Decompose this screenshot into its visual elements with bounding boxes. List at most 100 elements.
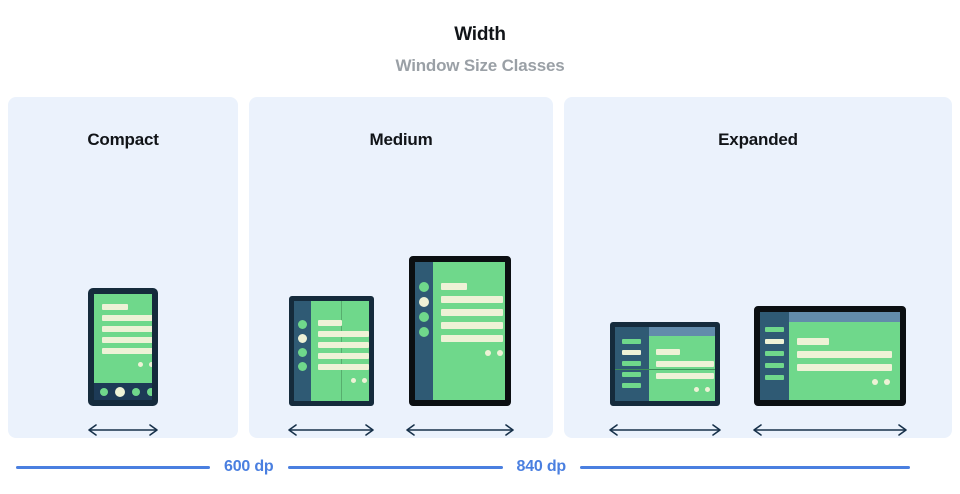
rail-dot [419, 282, 429, 292]
breakpoint-label-840: 840 dp [516, 458, 567, 475]
content-dot [138, 362, 143, 367]
rail-item [622, 383, 641, 388]
device-screen [293, 301, 369, 401]
scale-rule-segment [16, 465, 210, 469]
rail-dot [297, 320, 307, 329]
content-line [317, 320, 342, 326]
content-line [102, 304, 128, 310]
device-foldable-landscape [610, 322, 720, 406]
content-line [656, 373, 714, 379]
device-screen [415, 262, 505, 400]
content-line [656, 349, 680, 355]
app-top-bar [789, 312, 900, 322]
device-screen [615, 327, 715, 401]
resize-arrow-foldable-portrait [286, 422, 376, 438]
resize-arrow-foldable-landscape [607, 422, 723, 438]
content-line [797, 351, 892, 358]
content-dot [694, 387, 699, 392]
content-dot [485, 350, 491, 356]
resize-arrow-icon [609, 424, 721, 436]
content-dot [705, 387, 710, 392]
rail-item [622, 339, 641, 344]
content-dot [350, 378, 356, 383]
content-line [317, 353, 369, 359]
rail-item-active [765, 339, 784, 344]
resize-arrow-phone [86, 422, 160, 438]
nav-dot [132, 388, 140, 396]
bottom-navigation-bar [94, 383, 152, 400]
fold-crease [615, 369, 715, 370]
content-line [102, 348, 152, 354]
resize-arrow-tablet-landscape [751, 422, 909, 438]
content-dot [884, 379, 890, 385]
device-foldable-portrait [288, 296, 374, 406]
nav-dot [100, 388, 108, 396]
rail-dot-active [419, 297, 429, 307]
fold-crease [340, 301, 342, 401]
device-slot-foldable-portrait [286, 296, 376, 438]
resize-arrow-icon [753, 424, 907, 436]
rail-dot [419, 312, 429, 322]
navigation-rail [415, 262, 433, 400]
content-line [441, 309, 503, 316]
rail-dot-active [297, 334, 307, 343]
rail-dot [297, 348, 307, 357]
content-line [441, 322, 503, 329]
breakpoint-scale: 600 dp 840 dp [0, 455, 960, 479]
device-slot-foldable-landscape [607, 322, 723, 438]
content-line [656, 361, 714, 367]
breakpoint-label-600: 600 dp [224, 458, 274, 475]
rail-item [765, 375, 784, 380]
rail-item [765, 327, 784, 332]
rail-item-active [622, 350, 641, 355]
content-line [317, 342, 369, 348]
scale-rule-segment [287, 465, 503, 469]
content-line [102, 326, 152, 332]
device-slot-tablet-portrait [404, 256, 516, 438]
panel-compact: Compact [8, 97, 238, 438]
panel-title-expanded: Expanded [718, 130, 798, 149]
resize-arrow-icon [88, 424, 158, 436]
content-line [441, 283, 467, 290]
rail-dot [297, 362, 307, 371]
content-line [797, 364, 892, 371]
device-slot-phone [86, 288, 160, 438]
content-line [441, 335, 503, 342]
content-line [317, 331, 369, 337]
page-subtitle: Window Size Classes [395, 56, 565, 75]
panel-expanded: Expanded [564, 97, 952, 438]
resize-arrow-icon [406, 424, 514, 436]
device-tablet-portrait [409, 256, 511, 406]
device-screen [94, 294, 152, 400]
content-line [797, 338, 829, 345]
content-dot [497, 350, 503, 356]
content-dot [149, 362, 152, 367]
content-line [102, 337, 152, 343]
device-phone-portrait [88, 288, 158, 406]
device-slot-tablet-landscape [751, 306, 909, 438]
navigation-rail [615, 327, 649, 401]
panel-title-compact: Compact [87, 130, 159, 149]
nav-dot-active [115, 387, 125, 397]
rail-item [765, 351, 784, 356]
device-screen [760, 312, 900, 400]
size-class-panels: Compact [8, 97, 952, 438]
device-row-compact [8, 168, 238, 438]
content-line [441, 296, 503, 303]
device-tablet-landscape [754, 306, 906, 406]
content-dot [361, 378, 367, 383]
nav-dot [147, 388, 152, 396]
header: Width Window Size Classes [0, 0, 960, 92]
rail-item [765, 363, 784, 368]
content-dot [872, 379, 878, 385]
navigation-rail [293, 301, 311, 401]
rail-item [622, 372, 641, 377]
device-row-expanded [564, 168, 952, 438]
device-row-medium [249, 168, 553, 438]
rail-item [622, 361, 641, 366]
resize-arrow-icon [288, 424, 374, 436]
rail-dot [419, 327, 429, 337]
navigation-rail [760, 312, 789, 400]
panel-medium: Medium [249, 97, 553, 438]
page-title: Width [454, 24, 506, 45]
